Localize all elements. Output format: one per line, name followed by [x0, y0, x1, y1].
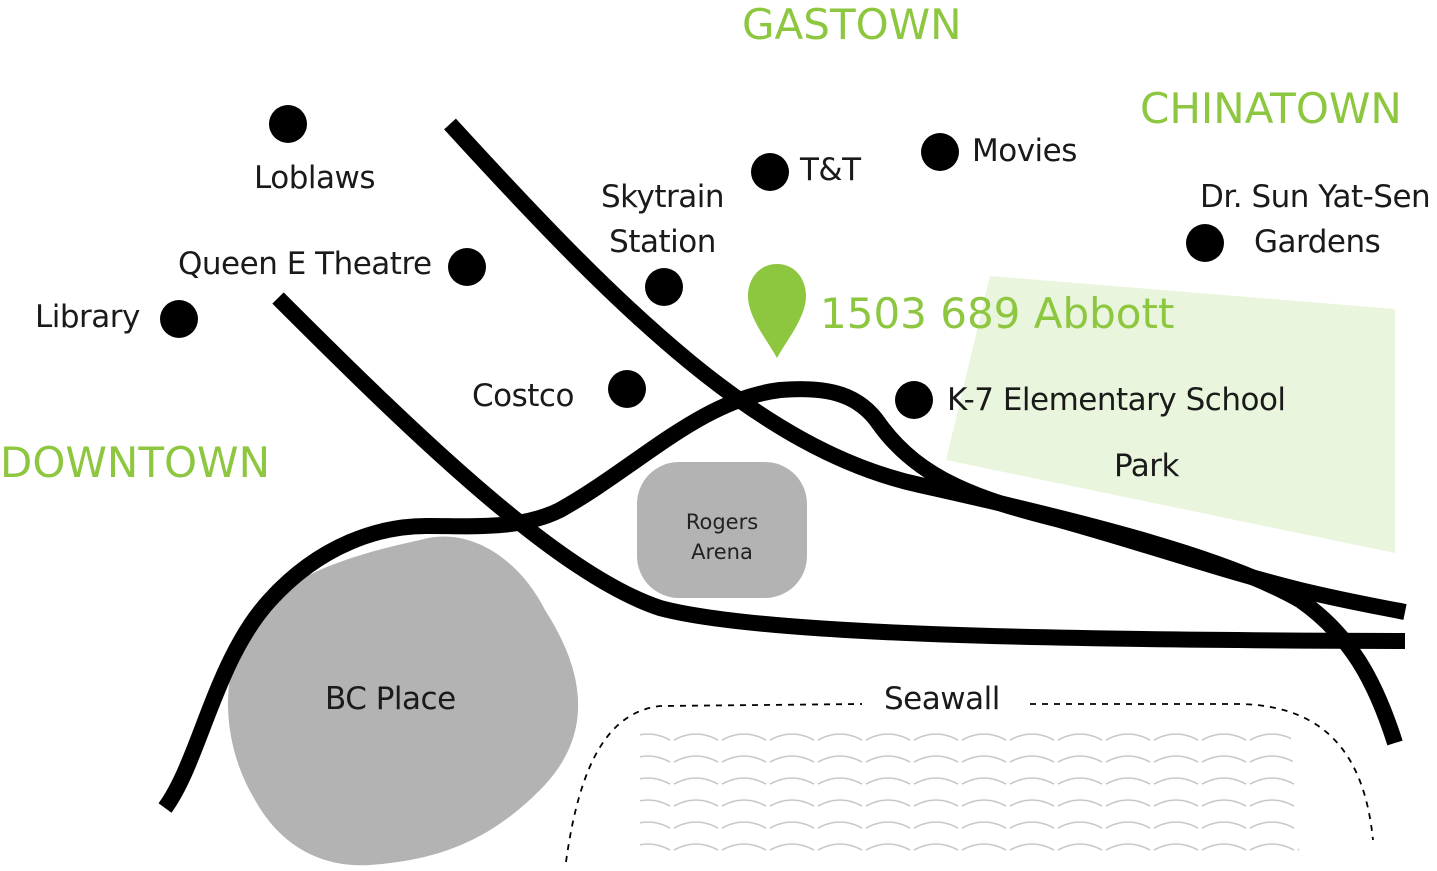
- park-area: [946, 276, 1395, 553]
- label-loblaws: Loblaws: [254, 160, 375, 196]
- district-downtown: DOWNTOWN: [0, 438, 271, 487]
- label-rogers-arena: Rogers Arena: [637, 507, 807, 567]
- poi-dot-movies[interactable]: [921, 133, 959, 171]
- poi-dot-library[interactable]: [160, 300, 198, 338]
- poi-dot-skytrain-station[interactable]: [645, 268, 683, 306]
- label-queen-e-theatre: Queen E Theatre: [178, 246, 432, 282]
- label-sun-yat-sen-line2: Gardens: [1254, 224, 1381, 260]
- poi-dot-tnt[interactable]: [751, 153, 789, 191]
- poi-dot-queen-e-theatre[interactable]: [448, 248, 486, 286]
- destination-address: 1503 689 Abbott: [820, 289, 1175, 338]
- poi-dot-sun-yat-sen[interactable]: [1186, 224, 1224, 262]
- poi-dot-k7-school[interactable]: [895, 381, 933, 419]
- label-library: Library: [35, 299, 140, 335]
- label-skytrain-line1: Skytrain: [600, 179, 725, 215]
- label-movies: Movies: [972, 133, 1077, 169]
- label-rogers-line1: Rogers: [685, 510, 759, 534]
- label-skytrain-station: Skytrain Station: [590, 175, 735, 265]
- seawall-path-left: [565, 703, 863, 863]
- label-seawall: Seawall: [884, 681, 1000, 717]
- label-costco: Costco: [472, 378, 574, 414]
- map-pin-icon[interactable]: [748, 264, 806, 358]
- label-bc-place: BC Place: [325, 681, 456, 717]
- water-waves: [640, 722, 1300, 860]
- label-skytrain-line2: Station: [609, 224, 716, 260]
- label-park: Park: [1114, 448, 1180, 484]
- seawall-path-right: [1030, 703, 1374, 841]
- label-rogers-line2: Arena: [691, 540, 753, 564]
- road-south: [272, 292, 1406, 649]
- poi-dot-costco[interactable]: [608, 370, 646, 408]
- district-gastown: GASTOWN: [742, 0, 962, 49]
- label-k7-school: K-7 Elementary School: [947, 382, 1286, 418]
- district-chinatown: CHINATOWN: [1140, 84, 1402, 133]
- poi-dot-loblaws[interactable]: [269, 105, 307, 143]
- label-sun-yat-sen: Dr. Sun Yat-Sen Gardens: [1200, 175, 1437, 265]
- road-curved: [158, 381, 1407, 813]
- rogers-arena-shape: [637, 462, 807, 598]
- bc-place-shape: [228, 536, 579, 866]
- label-sun-yat-sen-line1: Dr. Sun Yat-Sen: [1200, 179, 1431, 215]
- label-tnt: T&T: [800, 152, 861, 188]
